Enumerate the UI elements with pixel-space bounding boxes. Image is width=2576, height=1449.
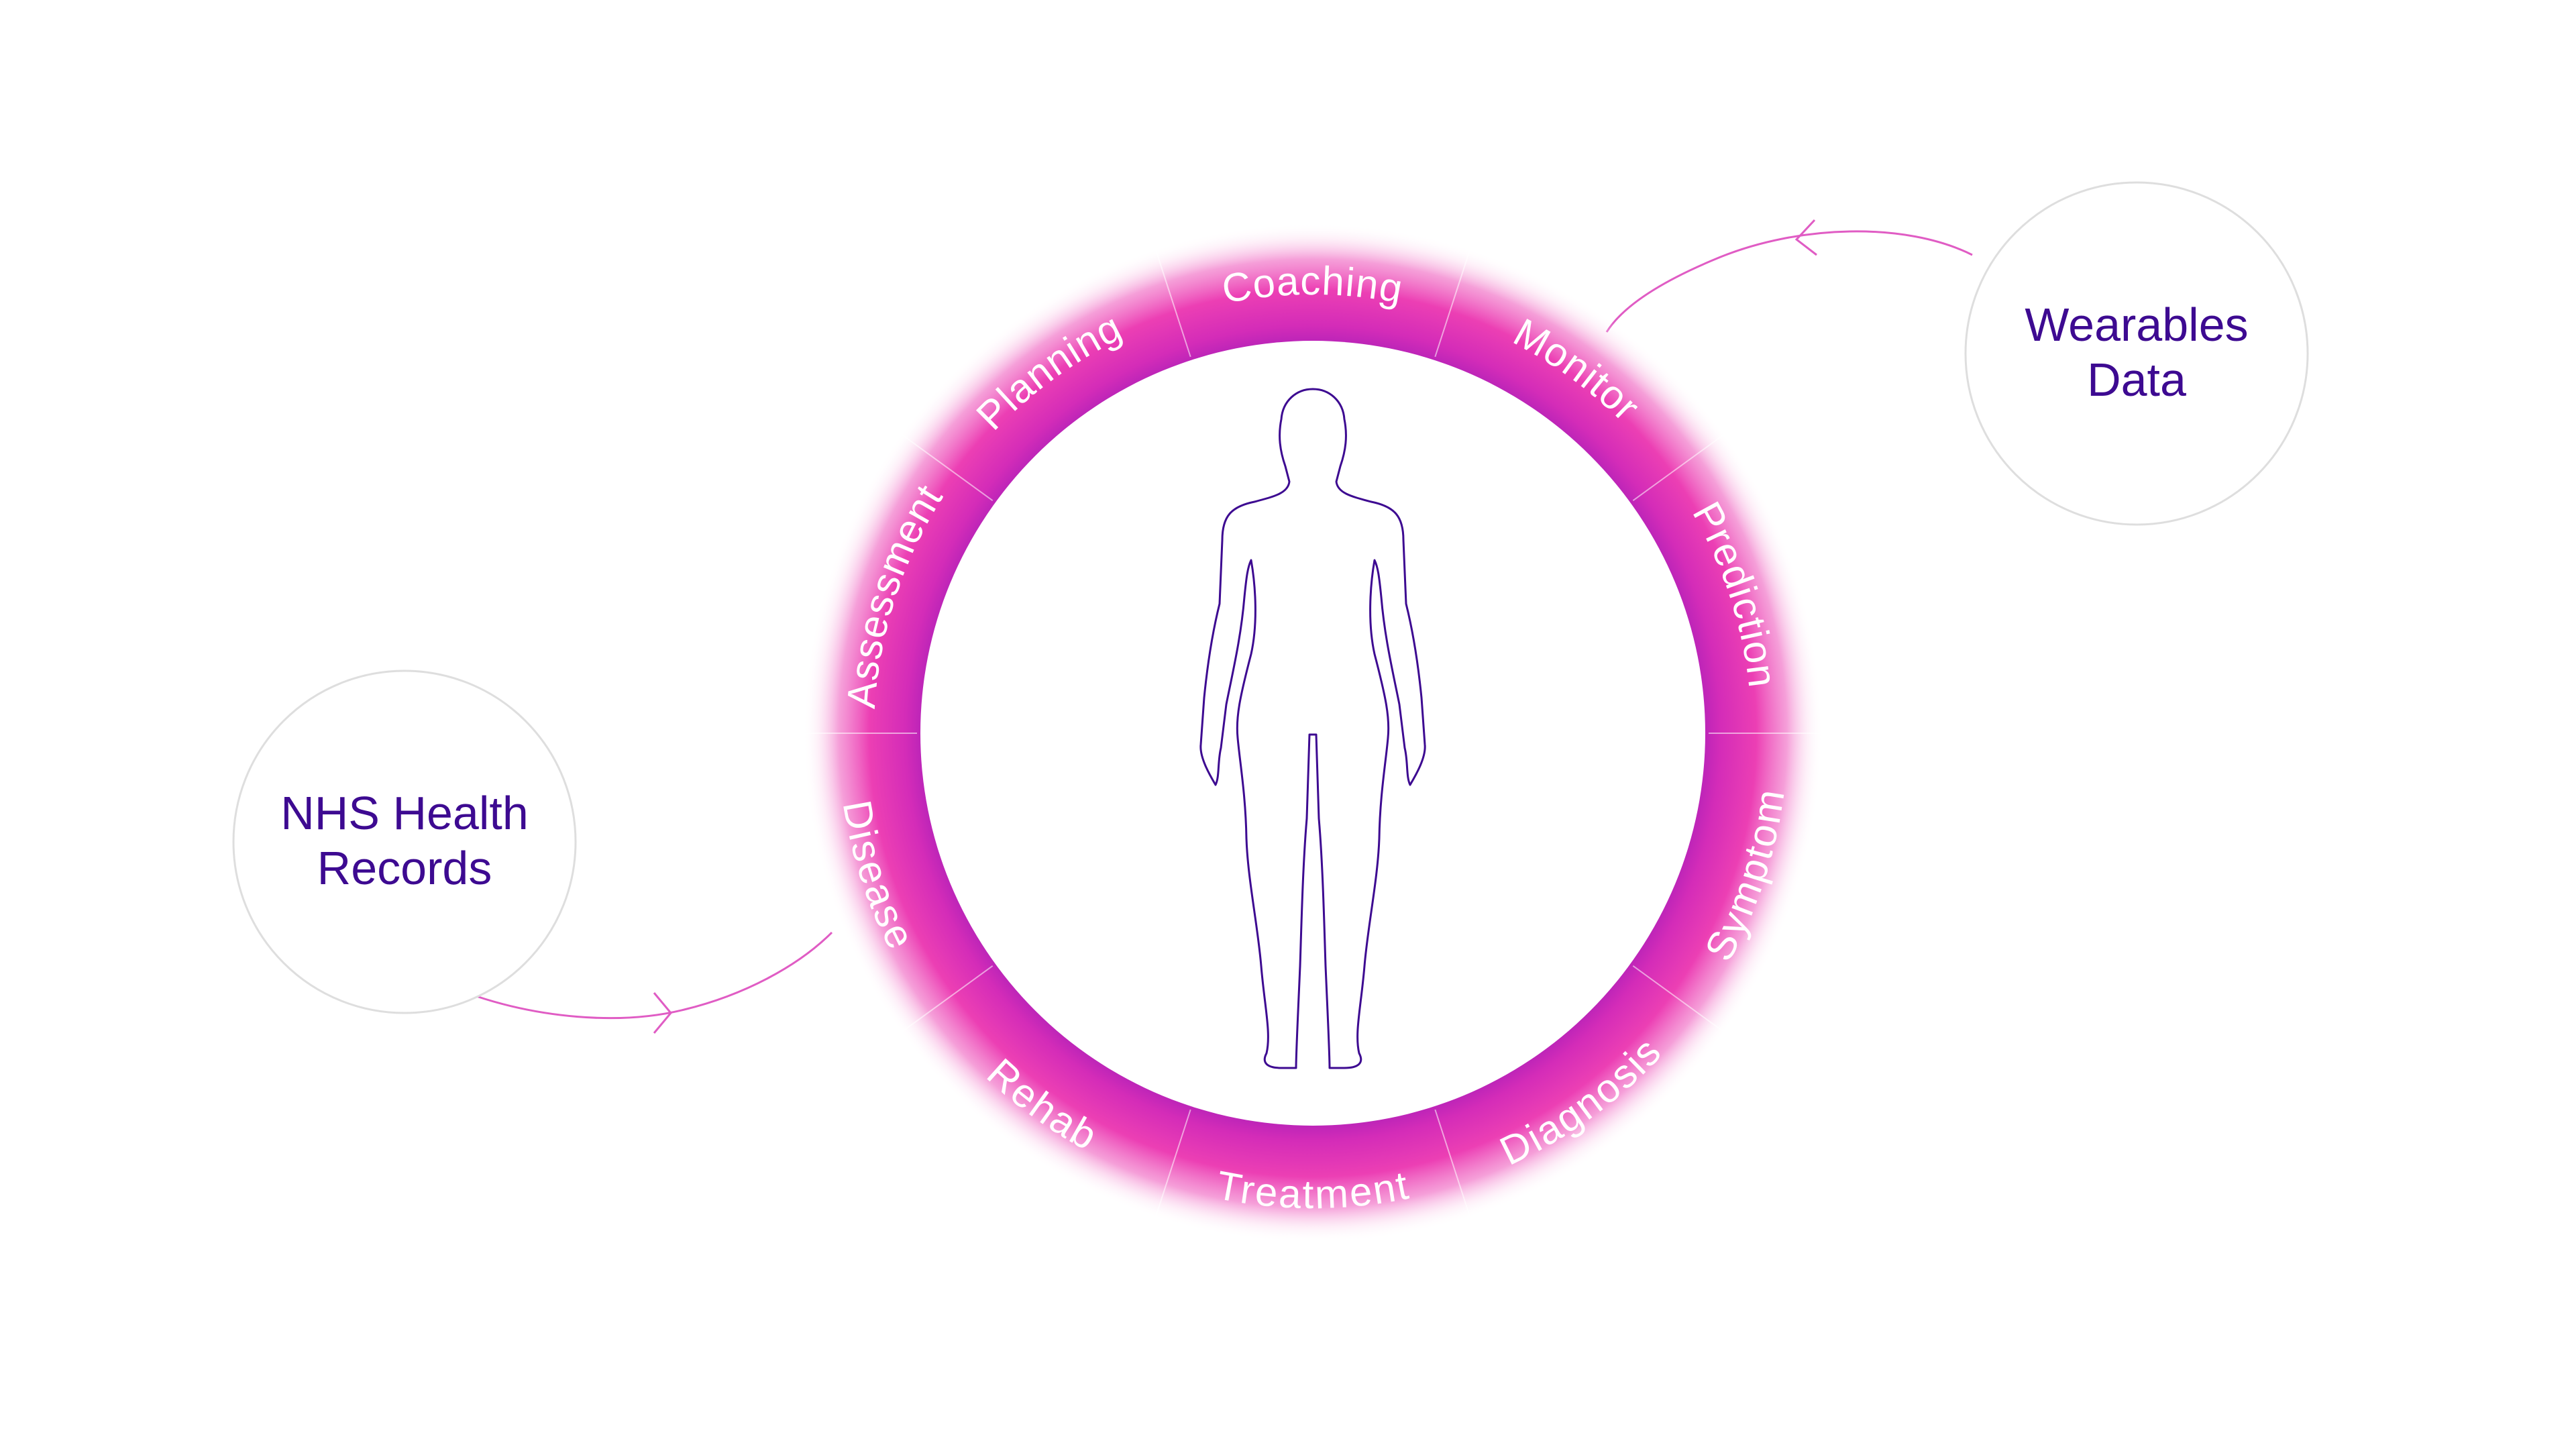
wearables-data-node: Wearables Data [1964,181,2309,526]
nhs-connector [476,931,833,1034]
nhs-health-records-line2: Records [317,842,492,894]
nhs-health-records-node: NHS Health Records [232,669,577,1014]
segment-dividers [783,229,1843,1238]
nhs-health-records-circle [232,669,577,1014]
segment-divider [1148,229,1191,358]
nhs-health-records-line1: NHS Health [280,787,529,839]
wearables-data-line2: Data [2087,354,2186,406]
segment-divider [1148,1109,1191,1238]
wearables-connector [1605,219,1973,333]
wearables-data-line1: Wearables [2025,299,2248,351]
segment-divider [1434,1109,1478,1238]
segment-divider [1434,229,1478,358]
inner-circle [920,341,1705,1126]
segment-divider [883,965,994,1046]
segment-divider [1632,965,1742,1046]
segment-divider [883,421,994,502]
nhs-connector-arrowhead [653,992,672,1034]
wearables-data-circle [1964,181,2309,526]
segment-divider [1632,421,1742,502]
human-body-outline-icon [1199,388,1426,1069]
wearables-connector-arrowhead [1794,219,1817,256]
